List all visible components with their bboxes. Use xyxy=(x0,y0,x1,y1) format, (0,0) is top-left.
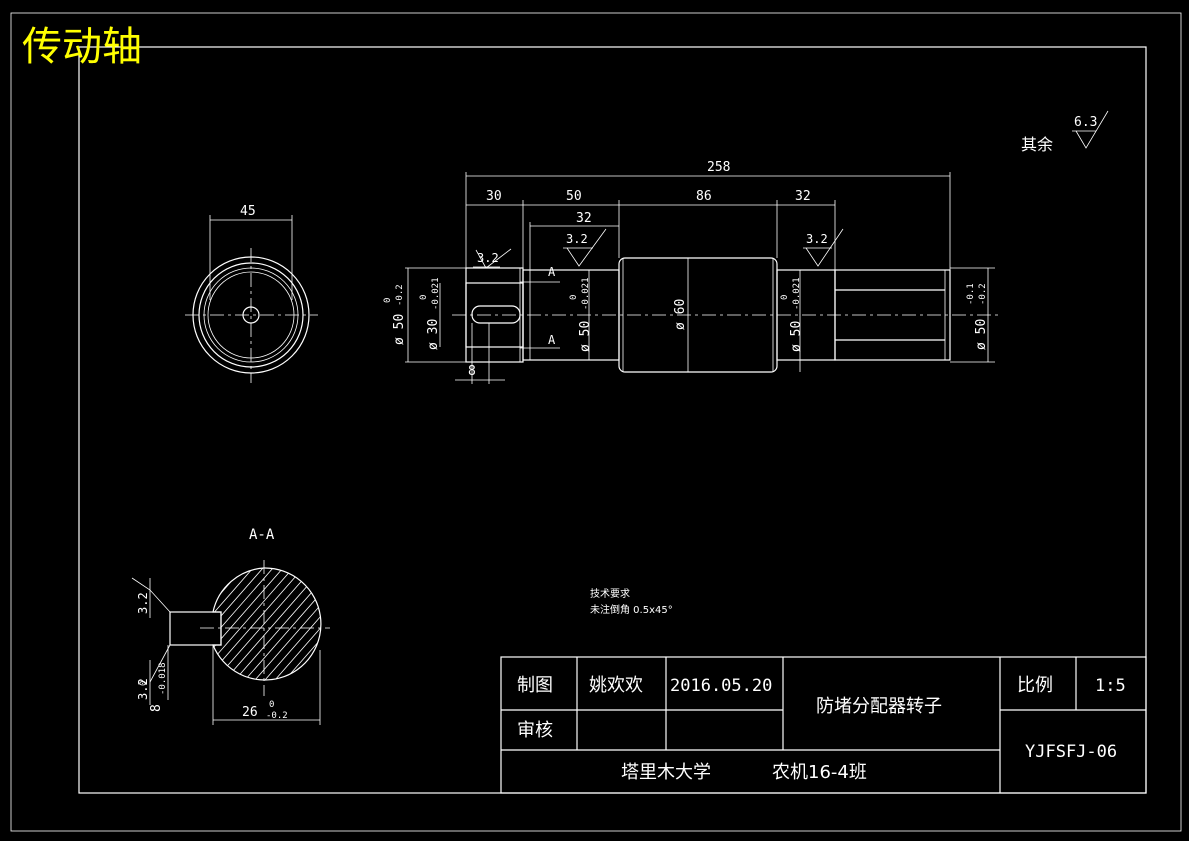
roughness-other-label: 其余 xyxy=(1021,135,1053,154)
tb-part-name: 防堵分配器转子 xyxy=(816,696,942,717)
outer-border xyxy=(10,12,1182,832)
roughness-value-journal-left: 3.2 xyxy=(566,232,588,246)
tb-scale-value: 1:5 xyxy=(1095,676,1126,696)
section-width: 26 xyxy=(242,705,258,720)
end-view: 45 xyxy=(185,204,318,383)
tb-school: 塔里木大学 xyxy=(621,762,711,783)
section-width-tol-upper: 0 xyxy=(269,700,274,710)
tb-check-label: 审核 xyxy=(517,720,553,741)
dia-right-end: ø 50 xyxy=(974,319,989,350)
dim-segment-4: 32 xyxy=(795,189,811,204)
roughness-left: 3.2 xyxy=(473,248,512,269)
section-key-depth-tol-upper: 0 xyxy=(139,681,149,686)
dia-left-inner-tol-upper: 0 xyxy=(419,295,429,300)
end-view-width: 45 xyxy=(240,204,256,219)
tb-class: 农机16-4班 xyxy=(772,762,867,783)
roughness-other: 其余 6.3 xyxy=(1021,110,1109,154)
dia-middle: ø 60 xyxy=(673,299,688,330)
section-roughness-bottom: 3.2 xyxy=(136,678,150,700)
dim-segment-1: 30 xyxy=(486,189,502,204)
dia-right-end-tol-lower: -0.2 xyxy=(978,283,988,305)
section-mark-a-bottom: A xyxy=(548,333,556,347)
tb-drawn-label: 制图 xyxy=(517,675,553,696)
tb-drawn-by: 姚欢欢 xyxy=(589,675,643,696)
section-view-a-a: A-A 3.2 3.2 8 xyxy=(131,527,330,725)
tech-requirements: 技术要求 未注倒角 0.5x45° xyxy=(590,587,673,616)
dim-sub-length: 32 xyxy=(576,211,592,226)
roughness-symbol xyxy=(1075,110,1109,149)
tech-heading: 技术要求 xyxy=(590,587,630,600)
tb-scale-label: 比例 xyxy=(1017,675,1053,696)
dim-overall-length: 258 xyxy=(707,160,730,175)
title-block: 制图 姚欢欢 2016.05.20 审核 防堵分配器转子 比例 1:5 YJFS… xyxy=(500,656,1147,794)
dia-journal-left-tol-upper: 0 xyxy=(569,295,579,300)
shaft-main-view: A A 258 30 50 86 32 32 3.2 3. xyxy=(383,160,1000,384)
dim-key-width: 8 xyxy=(468,364,476,379)
tb-date: 2016.05.20 xyxy=(670,676,772,696)
dia-journal-right-tol-lower: -0.021 xyxy=(792,277,802,310)
section-key-depth-tol-lower: -0.018 xyxy=(158,662,168,695)
dia-journal-left: ø 50 xyxy=(578,321,593,352)
section-mark-a-top: A xyxy=(548,265,556,279)
section-key-depth: 8 xyxy=(149,704,164,712)
dia-left-outer: ø 50 xyxy=(392,314,407,345)
roughness-journal-right: 3.2 xyxy=(803,228,844,267)
dia-journal-right-tol-upper: 0 xyxy=(780,295,790,300)
dim-segment-2: 50 xyxy=(566,189,582,204)
tech-item: 未注倒角 0.5x45° xyxy=(590,603,673,616)
dia-left-outer-tol-lower: -0.2 xyxy=(395,284,405,306)
dia-journal-right: ø 50 xyxy=(789,321,804,352)
section-roughness-top: 3.2 xyxy=(136,592,150,614)
dia-left-outer-tol-upper: 0 xyxy=(383,298,393,303)
dia-left-inner: ø 30 xyxy=(426,319,441,350)
dia-journal-left-tol-lower: -0.021 xyxy=(581,277,591,310)
dia-right-end-tol-upper: -0.1 xyxy=(966,283,976,305)
keyway-slot xyxy=(471,305,521,324)
roughness-value-journal-right: 3.2 xyxy=(806,232,828,246)
dia-left-inner-tol-lower: -0.021 xyxy=(431,277,441,310)
roughness-journal-left: 3.2 xyxy=(563,228,607,267)
roughness-value-left: 3.2 xyxy=(477,251,499,265)
dim-segment-3: 86 xyxy=(696,189,712,204)
section-width-tol-lower: -0.2 xyxy=(266,711,288,721)
drawing-title: 传动轴 xyxy=(22,24,142,70)
tb-drawing-no: YJFSFJ-06 xyxy=(1025,742,1117,762)
section-title: A-A xyxy=(249,527,275,543)
roughness-other-value: 6.3 xyxy=(1074,115,1097,130)
